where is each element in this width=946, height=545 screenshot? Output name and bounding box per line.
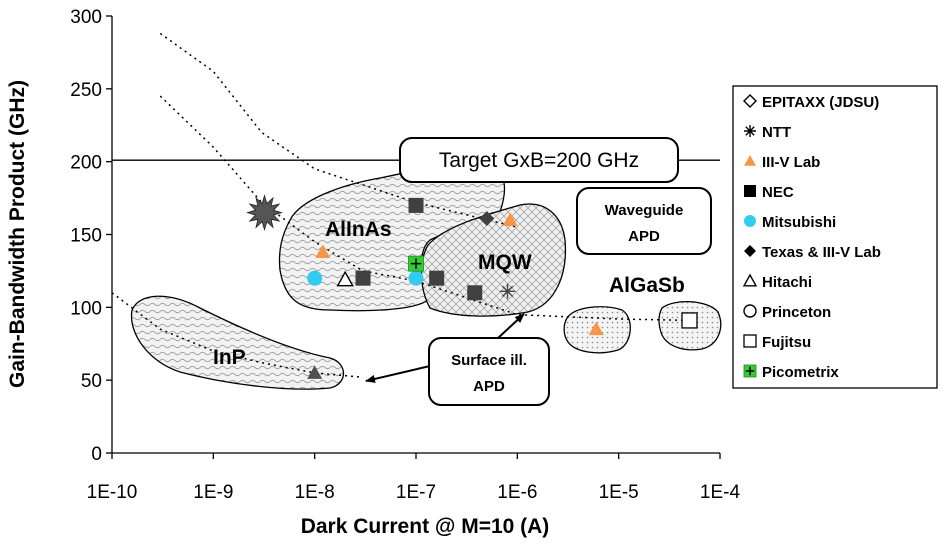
legend-marker-icon [743, 364, 757, 378]
legend-box [732, 85, 938, 389]
legend-item: Picometrix [743, 364, 839, 381]
legend-item: III-V Lab [744, 154, 820, 171]
y-tick-label: 200 [70, 153, 102, 174]
legend-marker-icon [742, 273, 758, 287]
trend-lines [111, 32, 690, 379]
legend-item: NEC [744, 184, 794, 201]
region-alinas [278, 162, 506, 312]
legend-marker-icon [744, 245, 756, 257]
data-point-hitachi [336, 270, 354, 287]
x-tick-label: 1E-8 [295, 482, 335, 503]
x-tick-label: 1E-10 [87, 482, 138, 503]
legend-label: Mitsubishi [762, 214, 836, 231]
y-axis-title: Gain-Bandwidth Product (GHz) [6, 80, 29, 388]
legend-item: Princeton [743, 304, 831, 321]
data-point-ntt [500, 283, 516, 299]
legend-marker-icon [743, 304, 757, 318]
region-mqw [420, 203, 567, 317]
y-tick-label: 0 [91, 444, 102, 465]
legend-label: Picometrix [762, 364, 839, 381]
legend-item: Fujitsu [743, 334, 811, 351]
surface-arrow-right [497, 313, 525, 339]
y-tick-label: 250 [70, 80, 102, 101]
surface-arrow-left [365, 365, 431, 383]
legend-marker-icon [744, 125, 756, 137]
region-label-mqw: MQW [478, 251, 532, 274]
data-point-triangle [307, 365, 323, 379]
y-tick-label: 100 [70, 298, 102, 319]
region-inp [130, 295, 345, 390]
data-point-mitsubishi [307, 270, 323, 286]
trend-line [111, 292, 364, 379]
data-point-iii-v-lab [588, 321, 604, 336]
region-label-inp: InP [213, 346, 246, 369]
legend-item: Mitsubishi [744, 214, 836, 231]
legend-label: Hitachi [762, 274, 812, 291]
x-tick-label: 1E-5 [599, 482, 639, 503]
data-points [246, 194, 698, 379]
legend-label: III-V Lab [762, 154, 820, 171]
legend-label: Princeton [762, 304, 831, 321]
data-point-nec [429, 270, 445, 286]
legend-label: NTT [762, 124, 791, 141]
target-label-box [399, 137, 679, 183]
y-tick-label: 300 [70, 7, 102, 28]
region-label-algasb: AlGaSb [609, 274, 685, 297]
callouts: Waveguide APD Surface ill. APD [365, 187, 712, 406]
legend-marker-icon-plus [745, 366, 755, 376]
legend-label: NEC [762, 184, 794, 201]
legend-label: EPITAXX (JDSU) [762, 94, 879, 111]
waveguide-callout-line-2: APD [628, 228, 660, 245]
surface-callout-line-2: APD [473, 378, 505, 395]
waveguide-callout-line-1: Waveguide [605, 202, 684, 219]
data-point-iii-v-lab [502, 212, 518, 226]
data-point-nec [408, 197, 424, 213]
data-point-nec [467, 285, 483, 301]
x-tick-label: 1E-6 [497, 482, 537, 503]
data-point-fujitsu [681, 312, 698, 329]
legend-item: NTT [744, 124, 791, 141]
surface-callout-line-1: Surface ill. [451, 352, 527, 369]
legend-marker-icon [744, 155, 756, 166]
data-point-iii-v-lab [315, 244, 331, 258]
surface-callout-box [428, 337, 550, 406]
axes: 0 50 100 150 200 250 300 1E-10 1E-9 1E-8 1E-7 1E-6… [6, 7, 740, 538]
trend-line [159, 32, 518, 228]
legend-item: Texas & III-V Lab [744, 244, 881, 261]
region-label-alinas: AlInAs [325, 218, 392, 241]
legend-marker-icon [744, 215, 756, 227]
legend-item: Hitachi [742, 273, 812, 291]
x-tick-label: 1E-9 [193, 482, 233, 503]
x-axis-title: Dark Current @ M=10 (A) [301, 515, 550, 538]
data-point-nec [355, 270, 371, 286]
data-point-mitsubishi [408, 270, 424, 286]
legend-item: EPITAXX (JDSU) [743, 94, 879, 111]
y-tick-label: 50 [81, 371, 102, 392]
y-tick-label: 150 [70, 226, 102, 247]
data-point-picometrix [408, 255, 424, 272]
data-point-starburst [246, 194, 283, 231]
target-line-group: Target GxB=200 GHz [112, 137, 720, 183]
legend-marker-icon [743, 94, 757, 108]
legend-marker-icon [743, 334, 757, 348]
x-tick-label: 1E-7 [396, 482, 436, 503]
data-point-texas-iii-v-lab [479, 210, 495, 226]
y-ticks: 0 50 100 150 200 250 300 [70, 7, 112, 465]
x-tick-label: 1E-4 [700, 482, 741, 503]
data-point-picometrix-plus [410, 258, 422, 269]
waveguide-callout-box [576, 187, 712, 255]
legend-label: Texas & III-V Lab [762, 244, 881, 261]
region-labels: AlInAs MQW AlGaSb InP [213, 218, 685, 369]
target-label: Target GxB=200 GHz [439, 149, 639, 172]
legend-marker-icon [744, 185, 756, 197]
x-ticks: 1E-10 1E-9 1E-8 1E-7 1E-6 1E-5 1E-4 [87, 453, 741, 503]
legend-label: Fujitsu [762, 334, 811, 351]
